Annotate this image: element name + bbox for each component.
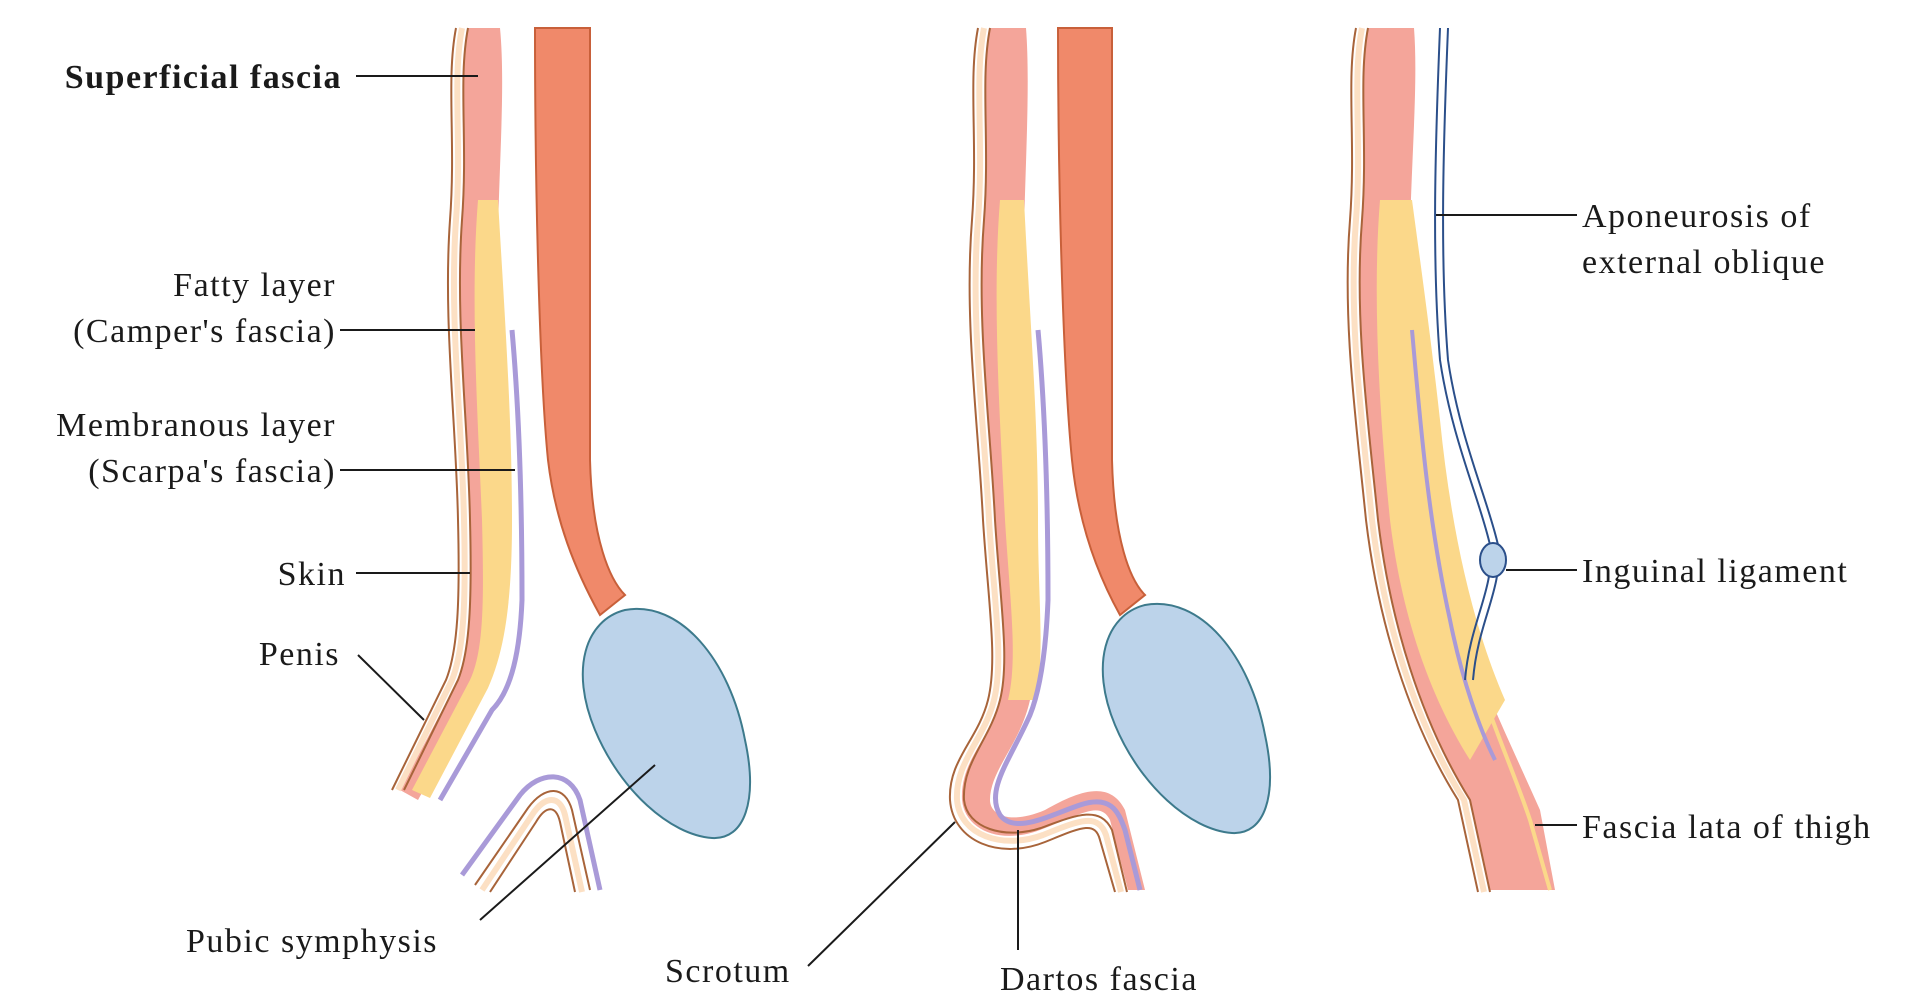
- panel-1-pubic-symphysis-shape: [583, 609, 750, 838]
- label-penis: Penis: [259, 636, 340, 673]
- label-fascia-lata: Fascia lata of thigh: [1582, 809, 1872, 846]
- leader-penis: [358, 655, 424, 720]
- inguinal-ligament-shape: [1480, 543, 1506, 577]
- panel-2-superficial-layers: [950, 28, 1145, 892]
- label-aponeurosis-line1: Aponeurosis of: [1582, 198, 1812, 235]
- panel-2-abdominal-wall-scrotum: [950, 28, 1270, 892]
- panel-3-superficial-layers: [1348, 28, 1555, 892]
- label-fatty-layer-line1: Fatty layer: [173, 267, 336, 304]
- label-scrotum: Scrotum: [665, 953, 791, 990]
- panel-1-superficial-layers: [392, 28, 522, 800]
- panel-1-abdominal-wall-penis: [392, 28, 750, 892]
- label-inguinal-ligament: Inguinal ligament: [1582, 553, 1848, 590]
- label-dartos-fascia: Dartos fascia: [1000, 961, 1198, 995]
- label-superficial-fascia: Superficial fascia: [65, 59, 342, 96]
- label-membranous-layer-line1: Membranous layer: [56, 407, 336, 444]
- label-skin: Skin: [278, 556, 346, 593]
- leader-pubic-symphysis: [480, 765, 655, 920]
- label-fatty-layer-line2: (Camper's fascia): [73, 313, 336, 350]
- label-pubic-symphysis: Pubic symphysis: [186, 923, 438, 960]
- label-aponeurosis-line2: external oblique: [1582, 244, 1826, 281]
- panel-1-muscle: [535, 28, 625, 615]
- panel-2-muscle: [1058, 28, 1145, 615]
- labels: Superficial fascia Fatty layer (Camper's…: [56, 59, 1872, 995]
- panel-2-organ-shape: [1103, 604, 1270, 833]
- panel-3-abdominal-wall-thigh: [1348, 28, 1555, 892]
- leader-scrotum: [808, 822, 955, 966]
- label-membranous-layer-line2: (Scarpa's fascia): [88, 453, 336, 490]
